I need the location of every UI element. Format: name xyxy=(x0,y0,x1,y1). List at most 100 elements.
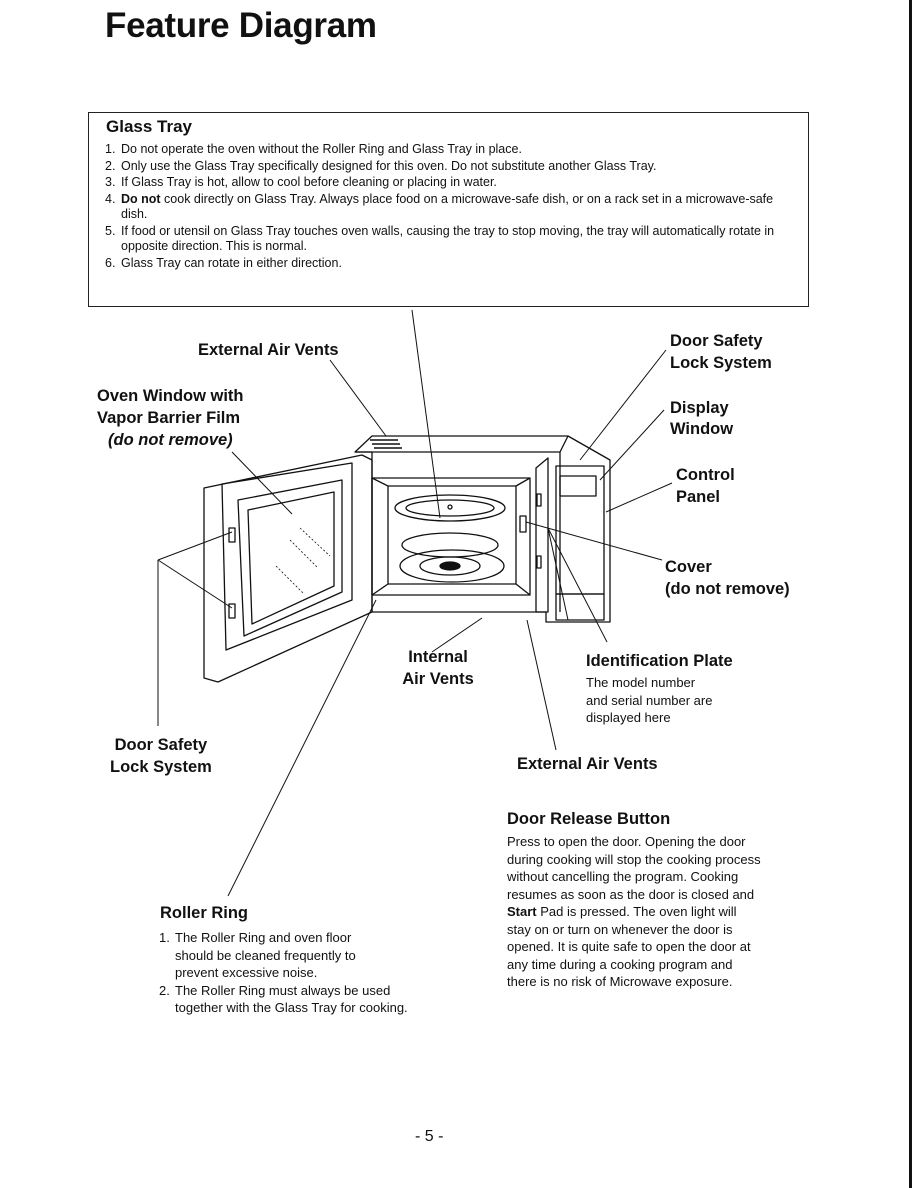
body-line: The Roller Ring and oven floor xyxy=(175,930,352,945)
label-body: The model number and serial number are d… xyxy=(586,674,733,727)
leader-internal-air-vents xyxy=(431,617,483,653)
leader-door-safety-left-2 xyxy=(157,559,233,609)
item-number: 5. xyxy=(105,223,116,238)
label-line: (do not remove) xyxy=(665,580,790,598)
front-frame xyxy=(535,457,549,613)
list-item: 5. If food or utensil on Glass Tray touch… xyxy=(105,224,795,255)
list-item: 2. The Roller Ring must always be used t… xyxy=(159,982,459,1017)
leader-cover-1 xyxy=(525,521,663,561)
item-number: 6. xyxy=(105,255,116,270)
roller-ring-section: Roller Ring 1. The Roller Ring and oven … xyxy=(159,903,460,1017)
item-text: cook directly on Glass Tray. Always plac… xyxy=(121,191,774,222)
leader-cover-2 xyxy=(547,527,608,643)
label-line: Window xyxy=(670,420,734,438)
door-release-section: Door Release Button Press to open the do… xyxy=(507,809,807,991)
section-heading: Door Release Button xyxy=(507,810,671,828)
body-line: there is no risk of Microwave exposure. xyxy=(507,974,733,989)
list-item: 2. Only use the Glass Tray specifically d… xyxy=(105,159,795,175)
body-line: The Roller Ring must always be used xyxy=(175,982,391,998)
label-door-safety-left: Door Safety Lock System xyxy=(110,734,212,778)
label-line: Air Vents xyxy=(402,670,474,688)
label-cover: Cover (do not remove) xyxy=(665,556,790,600)
leader-roller-ring xyxy=(227,599,377,897)
door-inner-frame xyxy=(221,462,353,651)
label-external-air-vents-top: External Air Vents xyxy=(198,341,339,359)
section-body: Press to open the door. Opening the door… xyxy=(507,833,807,991)
leader-cover-3 xyxy=(547,527,569,621)
label-line: Internal xyxy=(408,648,468,666)
item-number: 3. xyxy=(105,175,116,189)
leader-oven-window xyxy=(231,451,293,515)
leader-external-air-vents-bottom xyxy=(526,619,557,751)
item-number: 2. xyxy=(105,158,116,173)
cavity-back-right xyxy=(515,477,531,596)
label-identification-plate: Identification Plate The model number an… xyxy=(586,651,733,727)
roller-ring-base xyxy=(399,549,505,583)
glass-tray-inner xyxy=(405,499,495,517)
label-oven-window: Oven Window with Vapor Barrier Film (do … xyxy=(97,385,244,451)
leader-top-vertical xyxy=(411,309,441,519)
item-number: 2. xyxy=(159,982,170,998)
label-line: (do not remove) xyxy=(108,431,233,449)
body-line: Press to open the door. Opening the door xyxy=(507,834,746,849)
door-window xyxy=(237,479,343,637)
leader-display-window xyxy=(599,409,665,481)
top-vent xyxy=(370,439,402,449)
glass-tray-list: 1. Do not operate the oven without the Ro… xyxy=(105,142,795,272)
label-internal-air-vents: Internal Air Vents xyxy=(398,646,478,690)
label-line: Oven Window with xyxy=(97,387,244,405)
item-text: Only use the Glass Tray specifically des… xyxy=(121,158,657,173)
item-text: Do not operate the oven without the Roll… xyxy=(121,142,522,156)
item-number: 1. xyxy=(159,930,170,945)
body-line: during cooking will stop the cooking pro… xyxy=(507,851,761,867)
oven-door xyxy=(203,454,373,683)
page-title: Feature Diagram xyxy=(105,6,377,45)
leader-external-air-vents-top xyxy=(329,359,387,437)
item-number: 4. xyxy=(105,191,116,206)
item-number: 1. xyxy=(105,142,116,156)
section-body: 1. The Roller Ring and oven floor should… xyxy=(159,929,459,1017)
leader-control-panel xyxy=(605,482,673,513)
leader-door-safety-left-1 xyxy=(157,531,233,561)
cavity-back-left xyxy=(371,477,389,596)
control-panel xyxy=(555,465,605,595)
page-number: - 5 - xyxy=(415,1128,444,1145)
label-control-panel: Control Panel xyxy=(676,464,735,508)
label-line: Control xyxy=(676,466,735,484)
label-display-window: Display Window xyxy=(670,398,733,440)
leader-door-safety-top xyxy=(579,349,667,461)
item-text: Glass Tray can rotate in either directio… xyxy=(121,255,342,270)
display-window xyxy=(559,475,597,497)
body-line: any time during a cooking program and xyxy=(507,956,733,972)
label-line: displayed here xyxy=(586,710,671,725)
body-line: together with the Glass Tray for cooking… xyxy=(175,1000,408,1015)
start-pad-emphasis: Start xyxy=(507,904,537,919)
list-item: 3. If Glass Tray is hot, allow to cool be… xyxy=(105,175,795,191)
item-text: If food or utensil on Glass Tray touches… xyxy=(121,223,775,254)
body-line: stay on or turn on whenever the door is xyxy=(507,921,733,937)
body-text: Pad is pressed. The oven light will xyxy=(536,904,737,919)
body-line: Start Pad is pressed. The oven light wil… xyxy=(507,903,807,921)
label-line: Door Safety xyxy=(114,736,208,754)
item-text: If Glass Tray is hot, allow to cool befo… xyxy=(121,175,497,189)
label-external-air-vents-bottom: External Air Vents xyxy=(517,755,658,773)
glass-tray-heading: Glass Tray xyxy=(106,117,193,136)
label-line: Display xyxy=(670,399,729,417)
body-line: opened. It is quite safe to open the doo… xyxy=(507,939,751,954)
body-line: without cancelling the program. Cooking xyxy=(507,869,739,884)
door-glass xyxy=(247,491,335,625)
list-item: 1. Do not operate the oven without the Ro… xyxy=(105,142,795,158)
page-edge-rule xyxy=(909,0,912,1188)
list-item: 6. Glass Tray can rotate in either direct… xyxy=(105,256,795,272)
section-heading: Roller Ring xyxy=(160,904,249,922)
glass-tray-notice: Glass Tray 1. Do not operate the oven wit… xyxy=(88,112,809,307)
glass-tray xyxy=(394,494,506,522)
label-line: Panel xyxy=(676,488,721,506)
label-heading: Identification Plate xyxy=(586,652,733,670)
label-line: Door Safety xyxy=(670,332,763,350)
label-line: Vapor Barrier Film xyxy=(97,409,241,427)
body-line: prevent excessive noise. xyxy=(175,965,318,980)
door-release-button xyxy=(555,593,605,621)
body-line: resumes as soon as the door is closed an… xyxy=(507,886,755,902)
